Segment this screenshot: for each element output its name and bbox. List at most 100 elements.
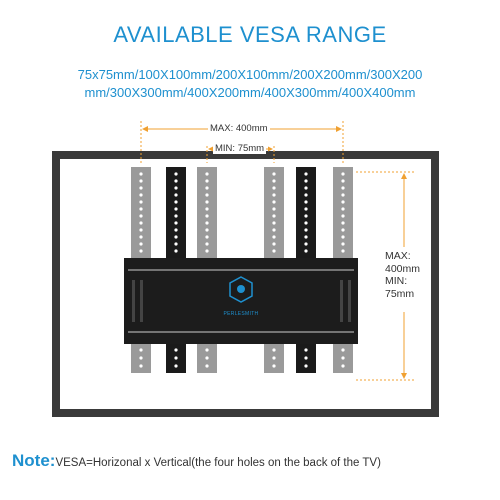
mount-hole	[205, 242, 209, 246]
mount-hole	[304, 186, 308, 190]
mount-hole	[139, 242, 143, 246]
mount-hole	[139, 221, 143, 225]
mount-hole	[139, 207, 143, 211]
mount-hole	[341, 193, 345, 197]
mount-hole	[272, 200, 276, 204]
mount-hole	[341, 364, 345, 368]
vertical-min-value: 75mm	[385, 287, 415, 300]
note-text: VESA=Horizonal x Vertical(the four holes…	[55, 457, 381, 469]
horizontal-arrows	[142, 126, 342, 152]
mount-hole	[304, 242, 308, 246]
vertical-range-label: MAX: 400mm MIN: 75mm	[385, 250, 420, 300]
mount-hole	[272, 193, 276, 197]
mount-hole	[139, 193, 143, 197]
note: Note:VESA=Horizonal x Vertical(the four …	[12, 451, 381, 471]
mount-hole	[205, 249, 209, 253]
mount-hole	[205, 186, 209, 190]
mount-hole	[139, 179, 143, 183]
plate-slot	[340, 280, 343, 322]
mount-hole	[272, 364, 276, 368]
mount-hole	[272, 214, 276, 218]
mount-hole	[139, 200, 143, 204]
mount-hole	[205, 235, 209, 239]
mount-hole	[205, 364, 209, 368]
mount-hole	[272, 235, 276, 239]
mount-hole	[205, 200, 209, 204]
horizontal-max-label: MAX: 400mm	[208, 123, 270, 134]
mount-hole	[272, 242, 276, 246]
vertical-dimension	[356, 171, 414, 381]
vertical-min-label: MIN:	[385, 275, 408, 287]
mount-hole	[304, 228, 308, 232]
note-lead: Note:	[12, 451, 56, 470]
plate-slot	[132, 280, 135, 322]
vertical-max-label: MAX:	[385, 250, 411, 262]
mount-hole	[205, 228, 209, 232]
mount-hole	[304, 235, 308, 239]
brand-logo-icon	[229, 276, 253, 303]
vesa-sizes-line-2: mm/300X300mm/400X200mm/400X300mm/400X400…	[84, 85, 416, 100]
mount-hole	[341, 200, 345, 204]
mount-hole	[272, 356, 276, 360]
mount-hole	[304, 207, 308, 211]
mount-hole	[174, 228, 178, 232]
mount-hole	[304, 214, 308, 218]
mount-hole	[174, 172, 178, 176]
wall-plate	[124, 258, 358, 344]
mount-hole	[174, 186, 178, 190]
mount-hole	[341, 172, 345, 176]
vertical-arrows	[401, 173, 407, 379]
mount-hole	[139, 235, 143, 239]
tv-frame	[52, 151, 439, 417]
mount-hole	[304, 356, 308, 360]
mount-hole	[304, 364, 308, 368]
mount-hole	[341, 207, 345, 211]
mount-hole	[272, 186, 276, 190]
plate-rails	[128, 269, 354, 333]
mount-hole	[272, 348, 276, 352]
mount-hole	[139, 186, 143, 190]
mount-hole	[174, 214, 178, 218]
mount-hole	[205, 356, 209, 360]
mount-hole	[341, 179, 345, 183]
plate-slot	[140, 280, 143, 322]
mount-hole	[205, 221, 209, 225]
mount-hole	[272, 179, 276, 183]
mount-hole	[272, 207, 276, 211]
mount-hole	[174, 207, 178, 211]
mount-hole	[139, 356, 143, 360]
mount-hole	[174, 348, 178, 352]
mount-hole	[304, 200, 308, 204]
mount-hole	[341, 348, 345, 352]
mount-hole	[304, 193, 308, 197]
mount-hole	[174, 200, 178, 204]
vertical-max-value: 400mm	[385, 262, 421, 275]
mount-hole	[205, 348, 209, 352]
vesa-sizes-line-1: 75x75mm/100X100mm/200X100mm/200X200mm/30…	[77, 67, 423, 82]
mount-hole	[341, 356, 345, 360]
mount-hole	[304, 348, 308, 352]
mount-hole	[139, 249, 143, 253]
mount-hole	[174, 235, 178, 239]
mount-hole	[341, 221, 345, 225]
mount-hole	[205, 207, 209, 211]
mount-hole	[174, 249, 178, 253]
mount-hole	[341, 249, 345, 253]
mount-hole	[341, 214, 345, 218]
mount-hole	[174, 356, 178, 360]
mount-hole	[174, 364, 178, 368]
mount-hole	[341, 186, 345, 190]
mount-hole	[174, 242, 178, 246]
mount-hole	[205, 214, 209, 218]
mount-hole	[174, 221, 178, 225]
mount-hole	[272, 228, 276, 232]
mount-hole	[205, 179, 209, 183]
mount-hole	[341, 228, 345, 232]
mount-hole	[139, 364, 143, 368]
page-title: AVAILABLE VESA RANGE	[113, 22, 387, 47]
mount-hole	[341, 242, 345, 246]
mount-hole	[139, 348, 143, 352]
plate-slot	[348, 280, 351, 322]
mount-hole	[272, 221, 276, 225]
